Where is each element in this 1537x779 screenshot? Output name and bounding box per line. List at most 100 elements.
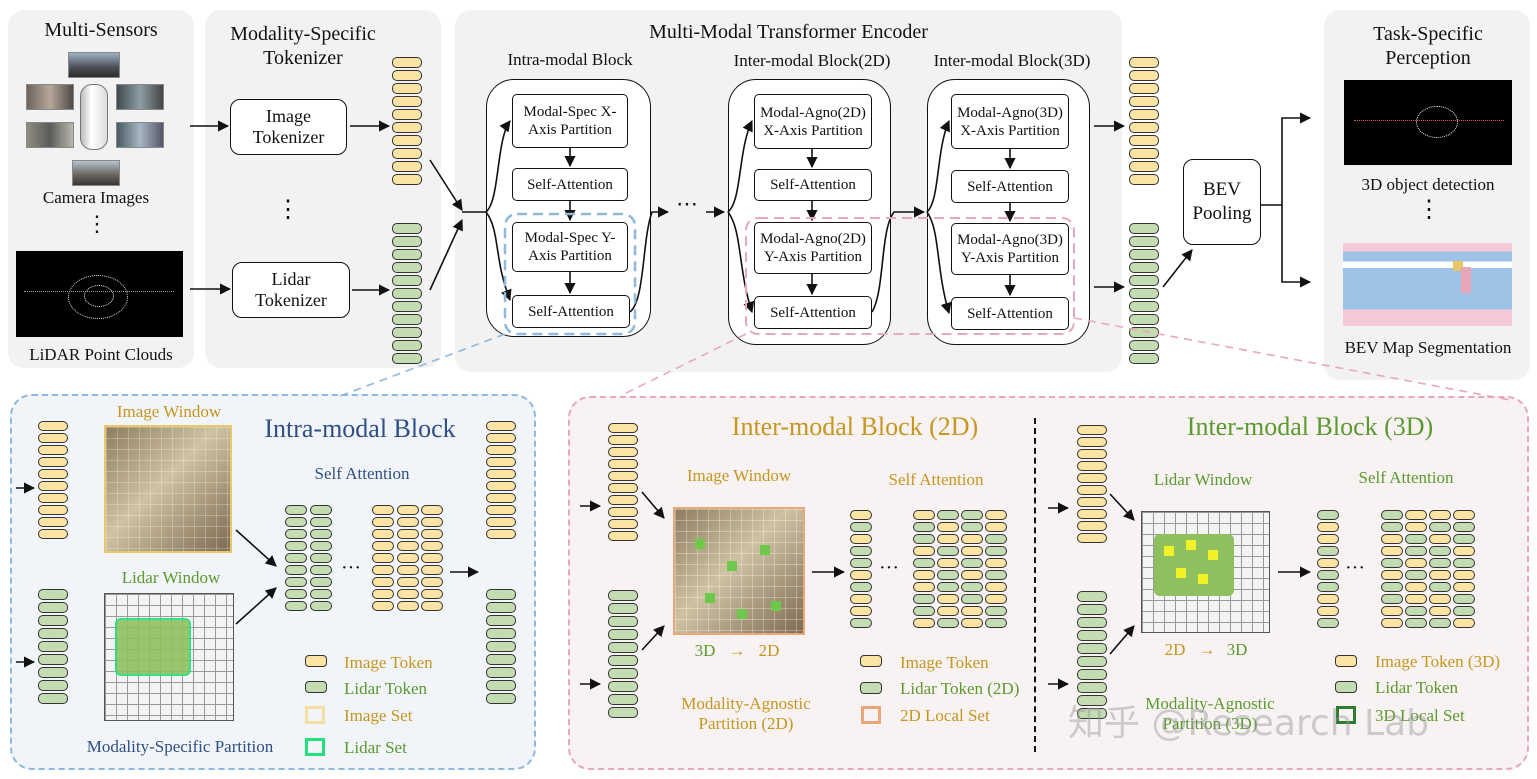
token-cell xyxy=(1129,275,1159,286)
token-cell xyxy=(486,433,516,443)
token-cell xyxy=(421,541,443,551)
token-cell xyxy=(985,606,1007,616)
token-cell xyxy=(486,469,516,479)
token-cell xyxy=(1405,558,1427,568)
token-cell xyxy=(850,510,872,520)
legend3d-local-set: 3D Local Set xyxy=(1375,706,1465,725)
token-cell xyxy=(486,529,516,539)
token-cell xyxy=(392,275,422,286)
token-cell xyxy=(850,522,872,532)
token-cell xyxy=(1129,249,1159,260)
intra-attn-col-2 xyxy=(310,505,332,611)
inter3d-proj-arrow: → xyxy=(1198,640,1216,659)
legend3d-lidar-token-swatch xyxy=(1335,681,1357,693)
token-cell xyxy=(285,565,307,575)
lidar-token-column-2 xyxy=(1129,223,1159,364)
token-cell xyxy=(985,522,1007,532)
lidar-pointcloud-image xyxy=(16,251,183,337)
token-cell xyxy=(421,553,443,563)
detection-image xyxy=(1344,80,1512,165)
image-token-column-1 xyxy=(392,57,422,185)
inter3d-attn-col-5 xyxy=(1453,510,1475,628)
token-cell xyxy=(392,353,422,364)
token-cell xyxy=(38,481,68,491)
token-cell xyxy=(486,628,516,639)
token-cell xyxy=(1077,643,1107,654)
token-cell xyxy=(38,517,68,527)
inter3d-proj-from: 2D xyxy=(1164,640,1186,659)
token-cell xyxy=(38,680,68,691)
token-cell xyxy=(1453,522,1475,532)
intra-partition-label: Modality-Specific Partition xyxy=(86,737,274,756)
token-cell xyxy=(310,553,332,563)
token-cell xyxy=(1405,594,1427,604)
token-cell xyxy=(850,618,872,628)
inter2d-self-attention-2: Self-Attention xyxy=(754,296,872,329)
token-cell xyxy=(961,522,983,532)
token-cell xyxy=(1129,340,1159,351)
tokenizer-title: Modality-Specific Tokenizer xyxy=(230,23,376,69)
token-cell xyxy=(421,577,443,587)
encoder-ellipsis: ⋯ xyxy=(676,191,698,216)
token-cell xyxy=(937,558,959,568)
token-cell xyxy=(310,577,332,587)
token-cell xyxy=(1405,534,1427,544)
token-cell xyxy=(985,546,1007,556)
token-cell xyxy=(1077,521,1107,531)
token-cell xyxy=(1129,262,1159,273)
token-cell xyxy=(372,601,394,611)
inter2d-y-partition: Modal-Agno(2D) Y-Axis Partition xyxy=(754,222,872,274)
token-cell xyxy=(1429,546,1451,556)
token-cell xyxy=(1453,534,1475,544)
token-cell xyxy=(961,510,983,520)
token-cell xyxy=(372,517,394,527)
token-cell xyxy=(1429,510,1451,520)
task-title: Task-Specific Perception xyxy=(1373,23,1483,69)
tokenizer-vdots: ⋮ xyxy=(276,197,300,223)
token-cell xyxy=(985,582,1007,592)
token-cell xyxy=(1129,57,1159,68)
token-cell xyxy=(392,174,422,185)
token-cell xyxy=(1453,606,1475,616)
intra-lidar-window xyxy=(104,593,234,721)
token-cell xyxy=(392,57,422,68)
camera-thumb-back xyxy=(72,160,120,186)
task-vdots: ⋮ xyxy=(1417,197,1441,223)
camera-thumb-fr xyxy=(116,84,164,110)
token-cell xyxy=(608,495,638,505)
token-cell xyxy=(421,565,443,575)
token-cell xyxy=(937,582,959,592)
token-cell xyxy=(38,469,68,479)
token-cell xyxy=(961,594,983,604)
car-icon xyxy=(80,84,108,150)
token-cell xyxy=(285,577,307,587)
token-cell xyxy=(486,615,516,626)
token-cell xyxy=(372,565,394,575)
legend2d-local-set-swatch xyxy=(861,706,881,724)
camera-thumb-bl xyxy=(26,122,74,148)
token-cell xyxy=(38,615,68,626)
intra-attn-col-5 xyxy=(421,505,443,611)
token-cell xyxy=(1453,558,1475,568)
legend-lidar-token: Lidar Token xyxy=(344,679,427,698)
inter3d-attn-col-4 xyxy=(1429,510,1451,628)
token-cell xyxy=(372,529,394,539)
token-cell xyxy=(486,654,516,665)
token-cell xyxy=(608,435,638,445)
legend2d-image-token-swatch xyxy=(860,655,882,667)
token-cell xyxy=(608,483,638,493)
token-cell xyxy=(392,314,422,325)
image-token-column-2 xyxy=(1129,57,1159,185)
token-cell xyxy=(985,594,1007,604)
token-cell xyxy=(285,517,307,527)
token-cell xyxy=(1077,604,1107,615)
token-cell xyxy=(486,445,516,455)
token-cell xyxy=(913,582,935,592)
token-cell xyxy=(850,546,872,556)
inter3d-proj-to: 3D xyxy=(1226,640,1248,659)
token-cell xyxy=(1317,606,1339,616)
token-cell xyxy=(421,529,443,539)
token-cell xyxy=(1381,558,1403,568)
token-cell xyxy=(38,628,68,639)
token-cell xyxy=(1077,617,1107,628)
